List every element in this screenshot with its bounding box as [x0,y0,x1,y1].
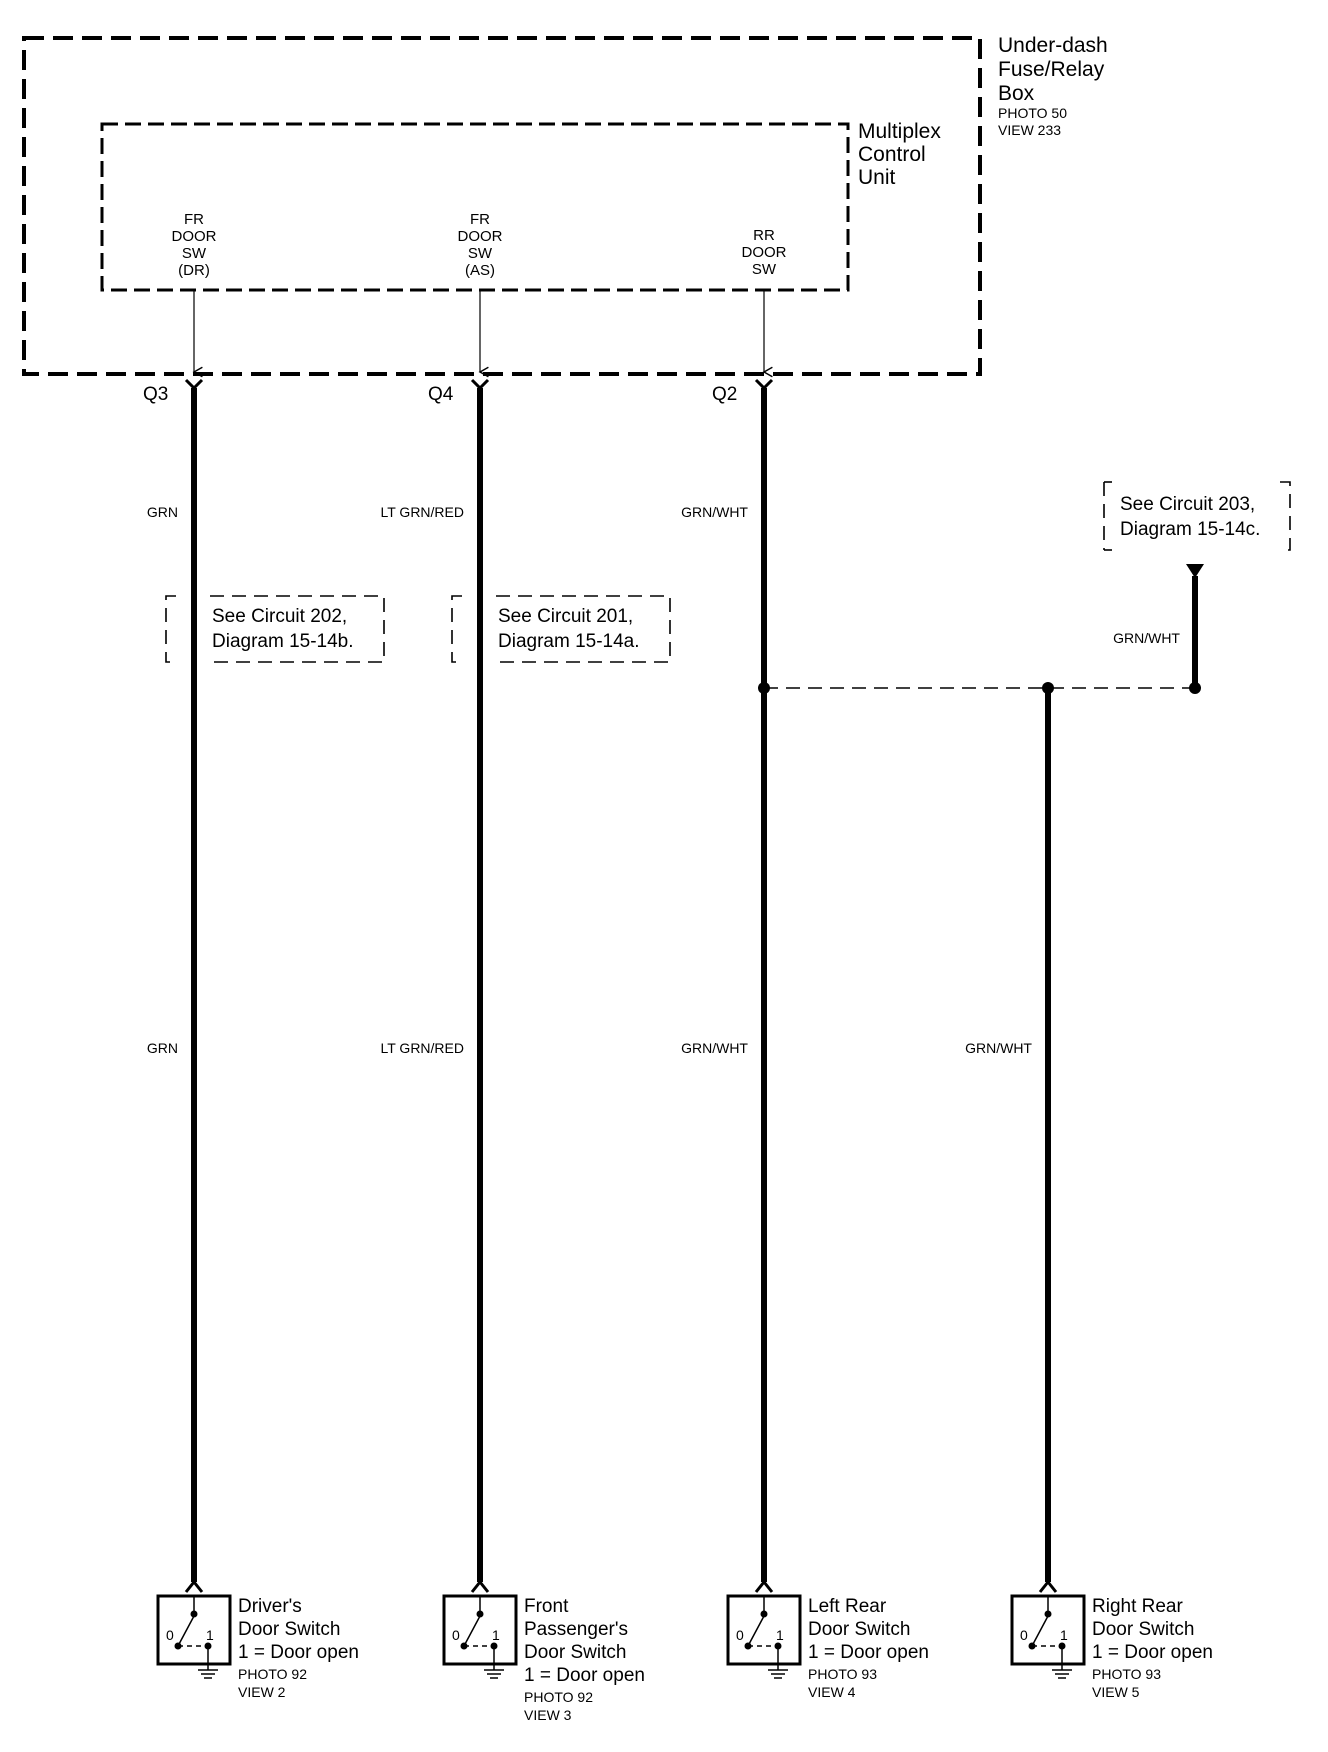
left-rear-switch-photo: PHOTO 93 [808,1666,877,1682]
pin-as-label-3: SW [468,245,493,262]
right-rear-switch-label-3: 1 = Door open [1092,1642,1213,1663]
junction-dot-right-rear [1042,682,1054,694]
left-rear-door-switch-symbol [726,1594,802,1679]
ref-box-circuit-202 [165,595,385,663]
connector-q3-label: Q3 [143,384,168,405]
wire-label-1-top: GRN [147,504,178,520]
left-rear-switch-view: VIEW 4 [808,1684,856,1700]
passenger-switch-photo: PHOTO 92 [524,1689,593,1705]
circuit-203-arrow [1186,564,1204,578]
wire-label-5: GRN/WHT [1113,630,1180,646]
pin-dr-label-2: DOOR [172,228,217,245]
pin-rr-label-1: RR [753,227,775,244]
right-rear-switch-photo: PHOTO 93 [1092,1666,1161,1682]
fuse-box-photo: PHOTO 50 [998,105,1067,121]
left-rear-switch-label-3: 1 = Door open [808,1642,929,1663]
driver-door-switch-symbol [156,1594,232,1679]
right-rear-switch-view: VIEW 5 [1092,1684,1140,1700]
driver-switch-label-1: Driver's [238,1596,302,1617]
driver-switch-view: VIEW 2 [238,1684,286,1700]
connector-q3-mark [184,378,204,391]
fuse-relay-box [22,36,982,376]
passenger-switch-label-4: 1 = Door open [524,1665,645,1686]
left-rear-switch-label-1: Left Rear [808,1596,887,1617]
fuse-box-title-1: Under-dash [998,34,1108,57]
ref-202-line-1: See Circuit 202, [212,606,347,627]
passenger-switch-view: VIEW 3 [524,1707,572,1723]
passenger-switch-pos-1: 1 [492,1627,500,1643]
wire-label-3-top: GRN/WHT [681,504,748,520]
mcu-title-2: Control [858,143,926,166]
wire-label-3-bottom: GRN/WHT [681,1040,748,1056]
connector-q4-mark [470,378,490,391]
driver-switch-pos-0: 0 [166,1627,174,1643]
pin-as-label-4: (AS) [465,262,495,279]
wire-label-1-bottom: GRN [147,1040,178,1056]
ref-box-circuit-201 [451,595,671,663]
junction-dot-circuit-203 [1189,682,1201,694]
ref-202-line-2: Diagram 15-14b. [212,631,354,652]
connector-q2-label: Q2 [712,384,737,405]
wire-label-2-bottom: LT GRN/RED [381,1040,465,1056]
pin-as-label-1: FR [470,211,490,228]
passenger-switch-label-3: Door Switch [524,1642,626,1663]
switch-connector-mark-3 [754,1579,774,1593]
wire-label-4-bottom: GRN/WHT [965,1040,1032,1056]
ref-201-line-2: Diagram 15-14a. [498,631,640,652]
pin-dr-label-1: FR [184,211,204,228]
left-rear-switch-pos-0: 0 [736,1627,744,1643]
connector-q4-label: Q4 [428,384,454,405]
passenger-door-switch-symbol [442,1594,518,1679]
left-rear-switch-pos-1: 1 [776,1627,784,1643]
multiplex-control-unit-box [100,122,850,292]
passenger-switch-label-2: Passenger's [524,1619,628,1640]
wire-label-2-top: LT GRN/RED [381,504,465,520]
pin-rr-label-2: DOOR [742,244,787,261]
ref-203-line-2: Diagram 15-14c. [1120,519,1260,540]
pin-rr-label-3: SW [752,261,777,278]
right-rear-door-switch-symbol [1010,1594,1086,1679]
pin-dr-label-4: (DR) [178,262,210,279]
left-rear-switch-label-2: Door Switch [808,1619,910,1640]
right-rear-switch-label-2: Door Switch [1092,1619,1194,1640]
switch-connector-mark-2 [470,1579,490,1593]
pin-dr-label-3: SW [182,245,207,262]
ref-203-line-1: See Circuit 203, [1120,494,1255,515]
junction-dot-left-rear [758,682,770,694]
passenger-switch-label-1: Front [524,1596,569,1617]
driver-switch-photo: PHOTO 92 [238,1666,307,1682]
mcu-title-1: Multiplex [858,120,941,143]
switch-connector-mark-4 [1038,1579,1058,1593]
right-rear-switch-pos-0: 0 [1020,1627,1028,1643]
ref-box-circuit-203 [1103,481,1291,551]
mcu-title-3: Unit [858,166,896,189]
driver-switch-pos-1: 1 [206,1627,214,1643]
fuse-box-title-3: Box [998,82,1035,105]
switch-connector-mark-1 [184,1579,204,1593]
pin-as-label-2: DOOR [458,228,503,245]
right-rear-switch-pos-1: 1 [1060,1627,1068,1643]
connector-q2-mark [754,378,774,391]
fuse-box-title-2: Fuse/Relay [998,58,1105,81]
driver-switch-label-3: 1 = Door open [238,1642,359,1663]
passenger-switch-pos-0: 0 [452,1627,460,1643]
right-rear-switch-label-1: Right Rear [1092,1596,1183,1617]
ref-201-line-1: See Circuit 201, [498,606,633,627]
driver-switch-label-2: Door Switch [238,1619,340,1640]
fuse-box-view: VIEW 233 [998,122,1061,138]
